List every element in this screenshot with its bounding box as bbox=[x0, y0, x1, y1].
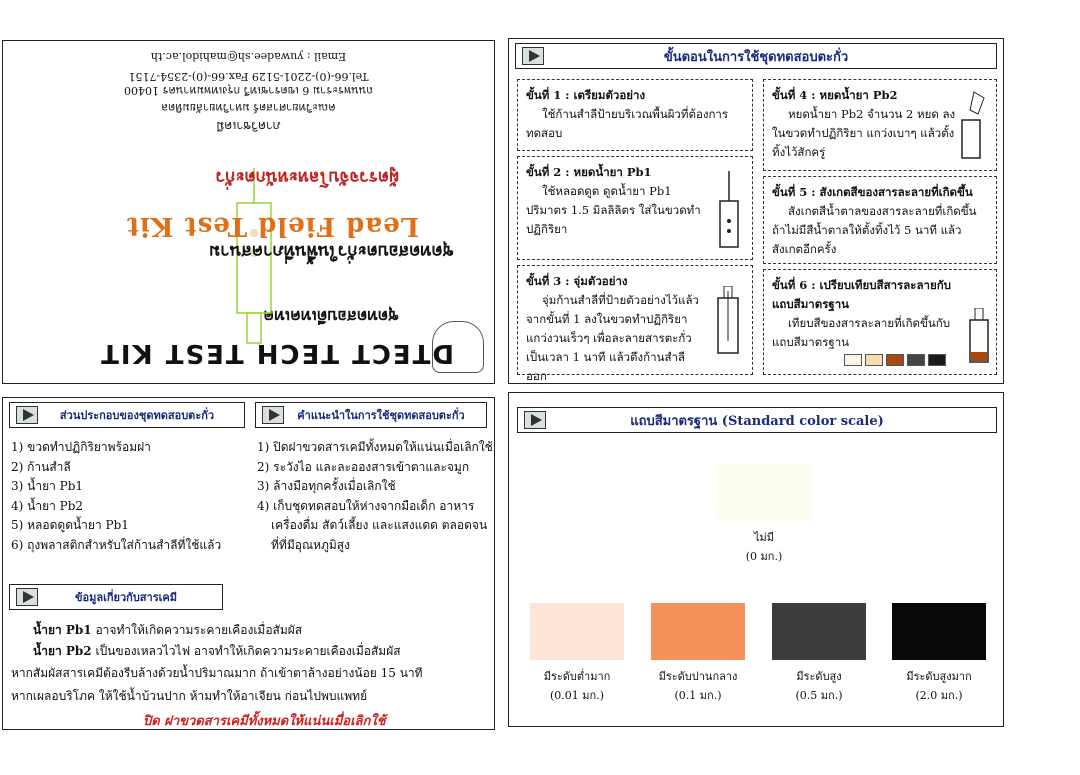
warning-text: ปิด ฝาขวดสารเคมีทั้งหมดให้แน่นเมื่อเลิกใ… bbox=[143, 714, 386, 729]
syringe-icon bbox=[236, 168, 272, 344]
level-value: (0.5 มก.) bbox=[795, 689, 843, 702]
color-swatch bbox=[928, 354, 946, 366]
color-block-none bbox=[717, 464, 811, 521]
office-name: ภาควิชาเคมี bbox=[216, 119, 281, 133]
step-title: ขั้นที่ 1 : เตรียมตัวอย่าง bbox=[526, 88, 646, 102]
level-label: มีระดับปานกลาง bbox=[658, 670, 738, 683]
step-desc: หยดน้ำยา Pb2 จำนวน 2 หยด ลงในขวดทำปฏิกิร… bbox=[772, 107, 956, 159]
step-title: ขั้นที่ 5 : สังเกตสีของสารละลายที่เกิดขึ… bbox=[772, 185, 973, 199]
play-icon bbox=[16, 588, 38, 606]
swab-bottle-icon bbox=[717, 286, 739, 354]
list-item: 1) ขวดทำปฏิกิริยาพร้อมฝา bbox=[11, 440, 151, 454]
dropper-bottle-icon bbox=[719, 171, 739, 248]
info-panel: ส่วนประกอบของชุดทดสอบตะกั่ว คำแนะนำในการ… bbox=[2, 397, 495, 730]
step-desc: ใช้หลอดดูด ดูดน้ำยา Pb1 ปริมาตร 1.5 มิลล… bbox=[526, 184, 701, 236]
address-line-1: ถนนพระราม 6 เขตราชเทวี กรุงเทพมหานคร 104… bbox=[124, 84, 373, 97]
color-block-high bbox=[772, 603, 866, 660]
chem-header-text: ข้อมูลเกี่ยวกับสารเคมี bbox=[75, 591, 177, 604]
parts-list: 1) ขวดทำปฏิกิริยาพร้อมฝา 2) ก้านสำลี 3) … bbox=[11, 438, 221, 555]
step-5: ขั้นที่ 5 : สังเกตสีของสารละลายที่เกิดขึ… bbox=[763, 176, 997, 264]
step-desc: จุ่มก้านสำลีที่ป้ายตัวอย่างไว้แล้ว จากขั… bbox=[526, 293, 700, 383]
step-title: ขั้นที่ 6 : เปรียบเทียบสีสารละลายกับแถบส… bbox=[772, 278, 951, 311]
step-title: ขั้นที่ 4 : หยดน้ำยา Pb2 bbox=[772, 88, 898, 102]
first-aid-line: หากเผลอบริโภค ให้ใช้น้ำบ้วนปาก ห้ามทำให้… bbox=[11, 688, 368, 703]
color-swatch bbox=[865, 354, 883, 366]
result-bottle-icon bbox=[969, 308, 989, 363]
kit-name: ชุดทดสอบตะกั่วในพื้นที่ภาคสนาม bbox=[208, 241, 454, 261]
scale-header: แถบสีมาตรฐาน (Standard color scale) bbox=[517, 407, 997, 433]
play-icon bbox=[522, 47, 544, 65]
level-value: (0.01 มก.) bbox=[550, 689, 604, 702]
pb1-label: น้ำยา Pb1 bbox=[33, 623, 92, 637]
none-label: ไม่มี bbox=[753, 531, 775, 544]
scale-header-text: แถบสีมาตรฐาน (Standard color scale) bbox=[630, 413, 884, 429]
steps-header-text: ขั้นตอนในการใช้ชุดทดสอบตะกั่ว bbox=[663, 49, 849, 65]
step-desc: ใช้ก้านสำลีป้ายบริเวณพื้นผิวที่ต้องการทด… bbox=[526, 107, 729, 140]
none-value: (0 มก.) bbox=[745, 550, 783, 563]
step-desc: สังเกตสีน้ำตาลของสารละลายที่เกิดขึ้น ถ้า… bbox=[772, 204, 977, 256]
steps-panel: ขั้นตอนในการใช้ชุดทดสอบตะกั่ว ขั้นที่ 1 … bbox=[508, 38, 1004, 384]
email: Email : yuwadee.sh@mahidol.ac.th bbox=[150, 50, 347, 63]
advice-header-text: คำแนะนำในการใช้ชุดทดสอบตะกั่ว bbox=[297, 409, 465, 422]
advice-list: 1) ปิดฝาขวดสารเคมีทั้งหมดให้แน่นเมื่อเลิ… bbox=[257, 438, 493, 555]
list-item: เครื่องดื่ม สัตว์เลี้ยง และแสงแดด ตลอดจน bbox=[271, 518, 488, 532]
list-item: 1) ปิดฝาขวดสารเคมีทั้งหมดให้แน่นเมื่อเลิ… bbox=[257, 440, 493, 454]
list-item: 3) ล้างมือทุกครั้งเมื่อเลิกใช้ bbox=[257, 479, 396, 493]
step-desc: เทียบสีของสารละลายที่เกิดขึ้นกับแถบสีมาต… bbox=[772, 316, 950, 349]
list-item: ที่ที่มีอุณหภูมิสูง bbox=[271, 537, 350, 552]
pb2-text: เป็นของเหลวไวไฟ อาจทำให้เกิดความระคายเคื… bbox=[91, 644, 401, 658]
kit-title-th: ผู้ตรวจจับโลหะหนักตะกั่ว bbox=[215, 167, 399, 187]
color-swatch bbox=[844, 354, 862, 366]
play-icon bbox=[16, 406, 38, 424]
cover-rotated: DTECT TECH TEST KIT ชุดทดสอบดีเทคเทค ชุด… bbox=[3, 41, 494, 383]
play-icon bbox=[262, 406, 284, 424]
step-title: ขั้นที่ 2 : หยดน้ำยา Pb1 bbox=[526, 165, 652, 179]
play-icon bbox=[524, 411, 546, 429]
step-title: ขั้นที่ 3 : จุ่มตัวอย่าง bbox=[526, 274, 628, 288]
phone-fax: Tel.66-(0)-2201-5129 Fax.66-(0)-2354-715… bbox=[128, 70, 369, 83]
step-3: ขั้นที่ 3 : จุ่มตัวอย่าง จุ่มก้านสำลีที่… bbox=[517, 265, 753, 383]
list-item: 2) ก้านสำลี bbox=[11, 459, 71, 474]
pb1-text: อาจทำให้เกิดความระคายเคืองเมื่อสัมผัส bbox=[91, 623, 303, 637]
step-6: ขั้นที่ 6 : เปรียบเทียบสีสารละลายกับแถบส… bbox=[763, 269, 997, 375]
list-item: 4) เก็บชุดทดสอบให้ห่างจากมือเด็ก อาหาร bbox=[257, 498, 475, 513]
step-2: ขั้นที่ 2 : หยดน้ำยา Pb1 ใช้หลอดดูด ดูดน… bbox=[517, 156, 753, 260]
level-value: (0.1 มก.) bbox=[674, 689, 722, 702]
color-swatch bbox=[907, 354, 925, 366]
color-scale-panel: แถบสีมาตรฐาน (Standard color scale) ไม่ม… bbox=[508, 392, 1004, 727]
level-label: มีระดับสูงมาก bbox=[906, 670, 972, 683]
list-item: 6) ถุงพลาสติกสำหรับใส่ก้านสำลีที่ใช้แล้ว bbox=[11, 537, 222, 552]
list-item: 3) น้ำยา Pb1 bbox=[11, 479, 84, 493]
parts-header: ส่วนประกอบของชุดทดสอบตะกั่ว bbox=[9, 402, 245, 428]
first-aid-line: หากสัมผัสสารเคมีต้องรีบล้างด้วยน้ำปริมาณ… bbox=[11, 666, 423, 680]
list-item: 4) น้ำยา Pb2 bbox=[11, 498, 84, 513]
chem-first-aid: หากสัมผัสสารเคมีต้องรีบล้างด้วยน้ำปริมาณ… bbox=[11, 664, 423, 706]
level-label: มีระดับต่ำมาก bbox=[543, 670, 611, 683]
color-block-very-low bbox=[530, 603, 624, 660]
step-1: ขั้นที่ 1 : เตรียมตัวอย่าง ใช้ก้านสำลีป้… bbox=[517, 79, 753, 151]
color-block-medium bbox=[651, 603, 745, 660]
chem-info: น้ำยา Pb1 อาจทำให้เกิดความระคายเคืองเมื่… bbox=[33, 620, 401, 662]
reagent-bottle-icon bbox=[961, 91, 985, 159]
color-block-very-high bbox=[892, 603, 986, 660]
address-line-2: คณะวิทยาศาสตร์ มหาวิทยาลัยมหิดล bbox=[161, 101, 336, 114]
list-item: 2) ระวังไอ และละอองสารเข้าตาและจมูก bbox=[257, 459, 470, 474]
color-swatch bbox=[886, 354, 904, 366]
level-value: (2.0 มก.) bbox=[915, 689, 963, 702]
company-name-th: ชุดทดสอบดีเทคเทค bbox=[263, 307, 399, 326]
parts-header-text: ส่วนประกอบของชุดทดสอบตะกั่ว bbox=[59, 409, 215, 422]
list-item: 5) หลอดดูดน้ำยา Pb1 bbox=[11, 518, 129, 532]
pb2-label: น้ำยา Pb2 bbox=[33, 644, 92, 658]
step-4: ขั้นที่ 4 : หยดน้ำยา Pb2 หยดน้ำยา Pb2 จำ… bbox=[763, 79, 997, 171]
steps-header: ขั้นตอนในการใช้ชุดทดสอบตะกั่ว bbox=[515, 43, 997, 69]
level-label: มีระดับสูง bbox=[796, 670, 842, 683]
kit-title-en: Lead Field Test Kit bbox=[126, 211, 419, 241]
chem-header: ข้อมูลเกี่ยวกับสารเคมี bbox=[9, 584, 223, 610]
cover-panel: DTECT TECH TEST KIT ชุดทดสอบดีเทคเทค ชุด… bbox=[2, 40, 495, 384]
color-swatches bbox=[844, 354, 946, 366]
advice-header: คำแนะนำในการใช้ชุดทดสอบตะกั่ว bbox=[255, 402, 487, 428]
